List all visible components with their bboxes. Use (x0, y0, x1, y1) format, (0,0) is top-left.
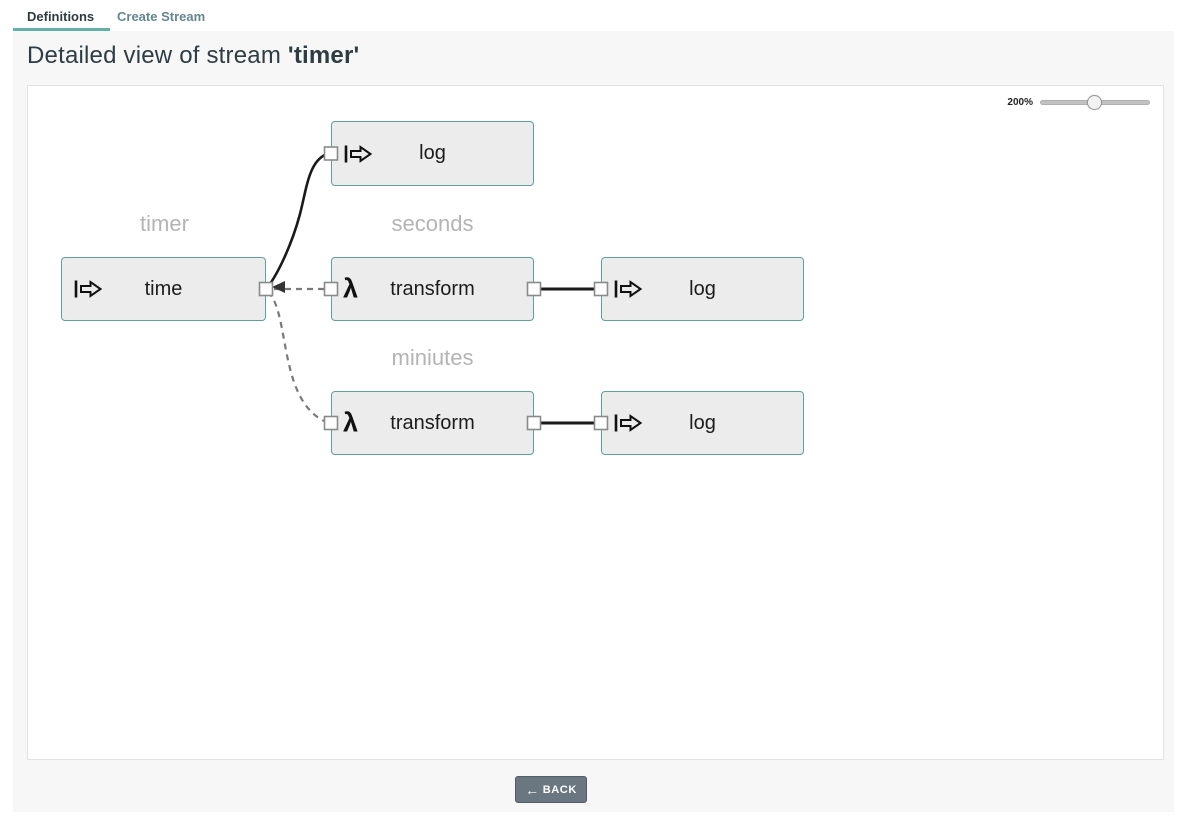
node-log-top[interactable]: log (331, 121, 534, 186)
main-content: Detailed view of stream 'timer' 200% tim… (13, 31, 1174, 812)
maps-to-icon (343, 143, 373, 165)
back-button-label: BACK (542, 783, 577, 796)
link-arrowhead (272, 281, 285, 293)
node-label: transform (390, 411, 475, 434)
link-time-log (265, 151, 331, 289)
zoom-slider[interactable] (1040, 94, 1150, 110)
back-arrow-icon: ← (525, 781, 540, 798)
stream-name: 'timer' (287, 42, 360, 69)
link-tap-minutes (267, 291, 325, 422)
node-label: time (144, 277, 183, 300)
stream-diagram-canvas[interactable]: 200% timer seconds miniutes time log λ t… (27, 85, 1164, 760)
maps-to-icon (613, 412, 643, 434)
active-tab-underline (13, 28, 110, 31)
node-label: transform (390, 277, 475, 300)
node-transform-seconds[interactable]: λ transform (331, 257, 534, 321)
connection-links-layer (258, 146, 609, 431)
maps-to-icon (73, 278, 103, 300)
maps-to-icon (613, 278, 643, 300)
node-log-minutes[interactable]: log (601, 391, 804, 455)
page-title-prefix: Detailed view of stream (27, 42, 288, 69)
page-title: Detailed view of stream 'timer' (27, 42, 359, 70)
node-label: log (689, 277, 716, 300)
group-label-miniutes: miniutes (391, 345, 474, 370)
group-label-seconds: seconds (391, 211, 474, 236)
tab-bar: Definitions Create Stream (0, 0, 1187, 31)
lambda-icon: λ (343, 273, 359, 304)
node-log-seconds[interactable]: log (601, 257, 804, 321)
lambda-icon: λ (343, 407, 359, 438)
group-label-timer: timer (140, 211, 189, 236)
zoom-level-label: 200% (1007, 96, 1033, 108)
back-button[interactable]: ←BACK (515, 776, 587, 803)
zoom-control: 200% (1007, 94, 1150, 110)
node-label: log (689, 411, 716, 434)
node-time[interactable]: time (61, 257, 266, 321)
tab-create-stream[interactable]: Create Stream (117, 9, 206, 24)
node-transform-minutes[interactable]: λ transform (331, 391, 534, 455)
tab-definitions[interactable]: Definitions (27, 9, 95, 24)
node-label: log (419, 142, 446, 164)
